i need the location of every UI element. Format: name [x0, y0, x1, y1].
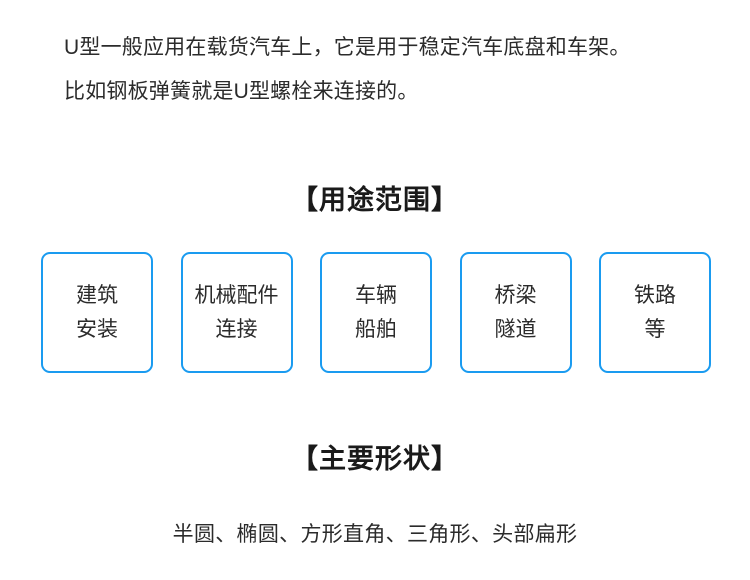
usage-box-construction: 建筑 安装	[41, 252, 153, 373]
usage-box-line-1: 建筑	[76, 283, 118, 307]
usage-box-vehicles-ships: 车辆 船舶	[320, 252, 432, 373]
usage-section-heading: 【用途范围】	[291, 185, 459, 215]
usage-box-line-1: 桥梁	[494, 283, 537, 307]
usage-box-row: 建筑 安装 机械配件 连接 车辆 船舶 桥梁 隧道 铁路 等	[41, 252, 711, 373]
usage-box-line-2: 等	[644, 317, 666, 341]
shapes-list: 半圆、椭圆、方形直角、三角形、头部扁形	[172, 523, 578, 546]
usage-box-line-2: 隧道	[494, 317, 537, 341]
usage-box-bridges-tunnels: 桥梁 隧道	[459, 252, 572, 373]
usage-box-railway: 铁路 等	[599, 252, 711, 373]
usage-box-line-1: 车辆	[355, 283, 397, 307]
intro-line-2: 比如钢板弹簧就是U型螺栓来连接的。	[64, 80, 419, 103]
intro-paragraph: U型一般应用在载货汽车上，它是用于稳定汽车底盘和车架。 比如钢板弹簧就是U型螺栓…	[64, 26, 704, 114]
usage-box-line-1: 机械配件	[194, 283, 279, 307]
usage-box-line-2: 船舶	[355, 317, 397, 341]
usage-box-line-2: 安装	[76, 317, 118, 341]
usage-box-machinery-parts: 机械配件 连接	[180, 252, 293, 373]
shapes-section-heading: 【主要形状】	[291, 444, 459, 474]
intro-line-1: U型一般应用在载货汽车上，它是用于稳定汽车底盘和车架。	[64, 36, 631, 59]
usage-box-line-1: 铁路	[634, 283, 676, 307]
usage-box-line-2: 连接	[215, 317, 258, 341]
